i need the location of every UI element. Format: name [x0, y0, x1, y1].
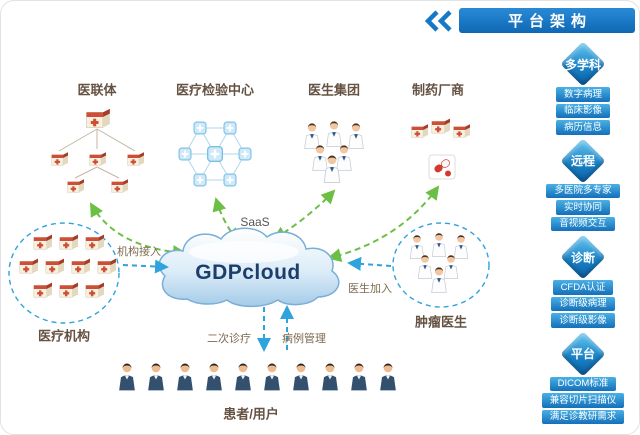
person-icon — [351, 363, 367, 391]
building-icon — [411, 123, 429, 138]
person-icon — [177, 363, 193, 391]
hospital-cluster — [8, 222, 120, 324]
building-icon — [51, 151, 69, 166]
feature-item: 兼容切片扫描仪 — [541, 393, 625, 408]
chevrons-icon — [424, 9, 452, 32]
arrow-label-case-management: 病例管理 — [282, 333, 326, 345]
page-title: 平台架构 — [459, 8, 635, 33]
feature-diamond: 诊断 — [562, 236, 604, 278]
hospital-icon — [85, 108, 111, 129]
feature-diamond: 远程 — [562, 140, 604, 182]
row-label-patients: 患者/用户 — [223, 406, 279, 422]
feature-item: 诊断级病理 — [551, 296, 615, 311]
feature-section-diagnosis: 诊断 CFDA认证 诊断级病理 诊断级影像 — [527, 236, 639, 328]
pill-icon — [428, 154, 456, 180]
feature-diamond: 平台 — [562, 333, 604, 375]
doctor-icon — [336, 144, 352, 171]
cloud-shape — [158, 227, 340, 308]
person-icon — [322, 363, 338, 391]
building-icon — [67, 178, 85, 193]
feature-section-platform: 平台 DICOM标准 兼容切片扫描仪 满足诊教研需求 — [527, 333, 639, 424]
pharma-icon — [411, 118, 471, 180]
feature-section-remote: 远程 多医院多专家 实时协同 音视频交互 — [527, 140, 639, 231]
feature-title: 多学科 — [564, 57, 601, 72]
arrow-label-second-diagnosis: 二次诊疗 — [207, 333, 251, 345]
arrow-label-doctor-join: 医生加入 — [348, 283, 392, 295]
doctor-icon — [326, 120, 342, 147]
feature-item: DICOM标准 — [549, 376, 617, 391]
network-hub-icon — [207, 146, 223, 162]
building-icon — [89, 151, 107, 166]
person-icon — [206, 363, 222, 391]
feature-diamond: 多学科 — [562, 43, 604, 85]
building-icon — [127, 151, 145, 166]
title-banner: 平台架构 — [424, 8, 635, 33]
doctor-icon — [348, 122, 364, 149]
feature-item: 临床影像 — [555, 103, 610, 118]
person-icon — [235, 363, 251, 391]
person-icon — [148, 363, 164, 391]
cluster-label-institutions: 医疗机构 — [37, 328, 91, 344]
node-label-consortium: 医联体 — [77, 82, 117, 98]
feature-item: 多医院多专家 — [546, 183, 620, 198]
network-node-icon — [193, 173, 207, 187]
node-label-pharma: 制药厂商 — [411, 82, 465, 98]
testing-center-network-icon — [178, 121, 252, 187]
feature-item: 音视频交互 — [551, 216, 615, 231]
cloud-title: GDPcloud — [195, 261, 301, 284]
feature-title: 平台 — [570, 347, 595, 361]
person-icon — [264, 363, 280, 391]
person-icon — [293, 363, 309, 391]
person-icon — [380, 363, 396, 391]
network-node-icon — [238, 147, 252, 161]
building-icon — [111, 178, 129, 193]
doctor-group-icon — [304, 120, 364, 183]
feature-title: 诊断 — [570, 250, 595, 265]
building-icon — [453, 123, 471, 138]
building-icon — [431, 118, 451, 134]
feature-item: 满足诊教研需求 — [541, 409, 625, 424]
feature-section-multidiscipline: 多学科 数字病理 临床影像 病历信息 — [527, 43, 639, 135]
network-node-icon — [223, 173, 237, 187]
feature-sidebar: 多学科 数字病理 临床影像 病历信息 远程 多医院多专家 实时协同 音视频交互 … — [527, 43, 639, 429]
patients-row — [119, 363, 396, 391]
doctor-icon — [312, 144, 328, 171]
person-icon — [119, 363, 135, 391]
node-label-testing-center: 医疗检验中心 — [175, 82, 255, 98]
network-node-icon — [193, 121, 207, 135]
feature-item: CFDA认证 — [552, 280, 614, 295]
feature-item: 诊断级影像 — [551, 313, 615, 328]
cluster-label-oncologists: 肿瘤医生 — [414, 314, 468, 330]
saas-label: SaaS — [240, 215, 270, 229]
flow-arrows — [122, 256, 392, 352]
feature-title: 远程 — [570, 154, 595, 168]
oncologist-cluster — [392, 222, 490, 308]
arrow-label-institution-access: 机构接入 — [117, 246, 161, 258]
node-label-doctor-group: 医生集团 — [307, 82, 361, 98]
feature-item: 病历信息 — [555, 120, 610, 135]
doctor-icon — [304, 122, 320, 149]
medical-consortium-icon — [51, 108, 145, 193]
network-node-icon — [223, 121, 237, 135]
doctor-icon — [323, 154, 341, 183]
feature-item: 实时协同 — [555, 200, 610, 215]
feature-item: 数字病理 — [555, 87, 610, 102]
network-node-icon — [178, 147, 192, 161]
